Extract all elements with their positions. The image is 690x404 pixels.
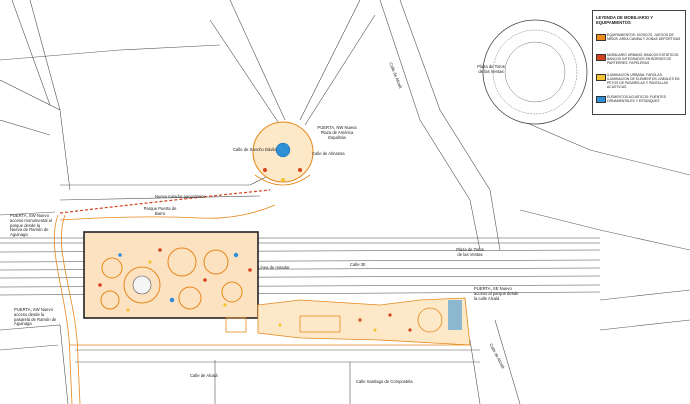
- label-calle-almansa: Calle de Almansa: [312, 151, 345, 156]
- legend-item-acuaticos: ELEMENTOS ACUATICOS: FUENTES ORNAMENTALE…: [596, 95, 682, 111]
- mirador-walkway: [59, 189, 276, 221]
- label-puerta-nueva-plaza: PUERTA, NW Nueva Plaza de América Españo…: [317, 125, 357, 140]
- label-nuevo-mirador: Nuevo mirador panorámico: [155, 194, 206, 199]
- label-calle-bottom-mid: Calle Santiago de Compostela: [356, 379, 413, 384]
- legend-item-iluminacion: ILUMINACION URBANA: FAROLAS, ILUMINACION…: [596, 73, 682, 89]
- north-plaza: [252, 121, 314, 186]
- label-linea-mirador: Línea de mirador: [258, 265, 290, 270]
- legend-title: LEYENDA DE MOBILIARIO Y EQUIPAMIENTOS: [596, 15, 653, 25]
- legend-item-label: ELEMENTOS ACUATICOS: FUENTES ORNAMENTALE…: [607, 95, 666, 104]
- label-parque-puerta-barro: Parque Puerta de Barro: [143, 206, 177, 216]
- main-park: [83, 231, 259, 319]
- legend-swatch: [596, 96, 606, 103]
- legend-item-mobiliario: MOBILIARIO URBANO: BANCOS ESTATICOS, BAN…: [596, 53, 682, 69]
- west-paths: [53, 214, 470, 404]
- legend-item-label: ILUMINACION URBANA: FAROLAS, ILUMINACION…: [607, 73, 680, 90]
- legend-swatch: [596, 54, 606, 61]
- label-calle-m30: Calle 30: [350, 262, 366, 267]
- label-plaza-toros: Plaza de Toros de las Ventas: [477, 64, 505, 74]
- label-puerta-se: PUERTA, SE Nuevo acceso al parque desde …: [474, 286, 519, 301]
- legend-swatch: [596, 34, 606, 41]
- legend-swatch: [596, 74, 606, 81]
- legend-item-label: MOBILIARIO URBANO: BANCOS ESTATICOS, BAN…: [607, 53, 680, 66]
- legend-item-label: EQUIPAMIENTOS: KIOSCOS, JUEGOS DE NIÑOS,…: [607, 33, 681, 42]
- bullring: [482, 19, 588, 125]
- label-puerta-sw-bottom: PUERTA, SW Nuevo acceso desde la pasarel…: [14, 307, 57, 327]
- linear-park: [225, 297, 471, 346]
- legend-item-equipamientos: EQUIPAMIENTOS: KIOSCOS, JUEGOS DE NIÑOS,…: [596, 33, 682, 49]
- legend-panel: LEYENDA DE MOBILIARIO Y EQUIPAMIENTOS EQ…: [592, 10, 686, 115]
- label-plaza-toros-west: Plaza de Toros de las Ventas: [456, 247, 484, 257]
- label-puerta-sw: PUERTA, SW Nuevo acceso monumental al pa…: [10, 213, 52, 238]
- label-calle-bottom-left: Calle de Alcalá: [190, 373, 218, 378]
- label-calle-sancho-davila: Calle de Sancho Dávila: [233, 147, 277, 152]
